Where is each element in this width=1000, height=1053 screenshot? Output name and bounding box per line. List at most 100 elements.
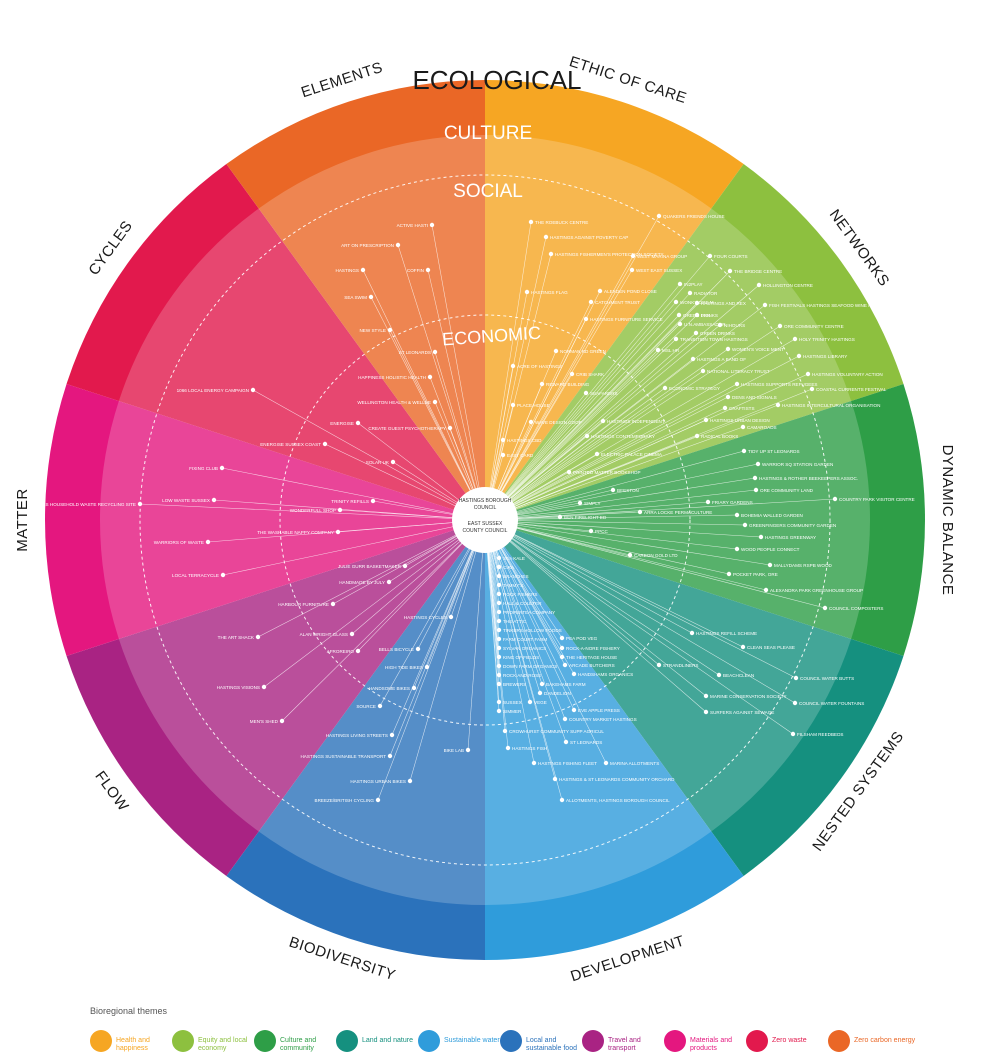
node: BEESTON (610, 487, 639, 493)
node-dot (703, 709, 709, 715)
node: BREEZE/BRITISH CYCLING (315, 797, 381, 803)
node-label: BREEZE/BRITISH CYCLING (315, 798, 375, 803)
node: COUNCIL COMPOSTERS (822, 605, 883, 611)
node: LOW WASTE SUSSEX (162, 497, 217, 503)
node-label: BIKE LAB (444, 748, 464, 753)
connection-line (221, 467, 486, 521)
node-dot (809, 386, 815, 392)
connection-line (370, 296, 486, 521)
center-line-1: HASTINGS BOROUGH (459, 498, 512, 504)
node: ALLOTMENTS, HASTINGS BOROUGH COUNCIL (559, 797, 670, 803)
node-label: BAKEHAMS FARM (546, 682, 586, 687)
node: WOMEN'S VOICE MENT (725, 346, 784, 352)
node: HASTINGS CYCLES (404, 614, 454, 620)
node-dot (742, 522, 748, 528)
node: HASTINGS AGAINST POVERTY CAP (543, 234, 628, 240)
node: BEACHCLEAN (716, 672, 754, 678)
connection-line (362, 269, 486, 521)
connection-line (484, 519, 693, 634)
legend-swatch (254, 1030, 276, 1052)
node: ECONOMIC STRATEGY (662, 385, 720, 391)
connection-line (281, 519, 486, 722)
node: QUAKERS FRIENDS HOUSE (656, 213, 725, 219)
node-dot (250, 387, 256, 393)
node-dot (629, 267, 635, 273)
node-label: POCKET PARK, ORE (733, 572, 778, 577)
node-label: HASTINGS AGAINST POVERTY CAP (550, 235, 628, 240)
connection-line (484, 519, 794, 735)
node: WAVE DESIGN COOP (528, 419, 582, 425)
node: HASTINGS REFILL SCHEME (689, 630, 757, 636)
node-label: CROWHURST COMMUNITY SUPP AGRICUL (509, 729, 604, 734)
legend-swatch (664, 1030, 686, 1052)
node-label: BEACHCLEAN (723, 673, 754, 678)
node-dot (805, 371, 811, 377)
node-label: CAMAROADS (747, 425, 777, 430)
node: TINKERS HOLLOW FOODS (496, 627, 562, 633)
node-label: ACTIVE HASTI (397, 223, 428, 228)
node-dot (610, 487, 616, 493)
legend-swatch (90, 1030, 112, 1052)
connection-line (484, 519, 762, 538)
node: HASTINGS HOUSEHOLD WASTE RECYCLING SITE (25, 501, 143, 507)
node-label: HASTINGS AND REX (701, 301, 746, 306)
node-label: WEST MARINA GROUP (637, 254, 687, 259)
node: EVE APPLE PRESS (571, 707, 620, 713)
node-dot (597, 288, 603, 294)
node-dot (693, 330, 699, 336)
ring-label-ecological: ECOLOGICAL (412, 65, 581, 95)
connection-line (484, 332, 697, 521)
sector-inner-matter (99, 401, 485, 639)
connection-line (484, 519, 566, 720)
node-dot (387, 327, 393, 333)
connection-line (484, 358, 694, 521)
node-dot (569, 371, 575, 377)
node: ARCADE BUTCHERS (562, 662, 615, 668)
node: BOHEMIA WALLED GARDEN (734, 512, 803, 518)
connection-line (484, 450, 745, 521)
node-dot (630, 253, 636, 259)
legend-label: Land and nature (362, 1037, 413, 1044)
node-label: WOMEN'S VOICE MENT (732, 347, 784, 352)
node: TAMMY'S (496, 582, 523, 588)
legend-item: Culture and community (254, 1030, 344, 1053)
legend-label: Sustainable water (444, 1037, 500, 1044)
connection-line (484, 477, 756, 521)
node-label: CATCHMENT TRUST (595, 300, 640, 305)
legend-item: Travel and transport (582, 1030, 672, 1053)
node-label: HASTINGS FISHING FLEET (538, 761, 597, 766)
node-dot (427, 374, 433, 380)
node: STRANDLINERS (656, 662, 698, 668)
node-label: ARRA LOCKE PERMACULTURE (644, 510, 712, 515)
node-dot (763, 587, 769, 593)
node-label: HASTINGS & ST LEONARDS COMMUNITY ORCHARD (559, 777, 675, 782)
node-label: ART ON PRESCRIPTION (341, 243, 394, 248)
node-label: HASTINGS CYCLES (404, 615, 447, 620)
node-dot (368, 294, 374, 300)
node-dot (627, 552, 633, 558)
node: RADIATOR (687, 290, 718, 296)
node-dot (496, 555, 502, 561)
node-label: NATIONAL LITERACY TRUST (707, 369, 770, 374)
connection-line (484, 255, 634, 521)
node-label: COASTAL CURRENTS FESTIVAL (816, 387, 887, 392)
node-dot (734, 546, 740, 552)
node-label: PLACE HOUSE (517, 403, 550, 408)
node: HASTINGS LIVING STREETS (326, 732, 395, 738)
node-label: HASTINGS SUSTAINABLE TRANSPORT (300, 754, 386, 759)
node: ROCK AND ROSE (496, 672, 541, 678)
node-dot (211, 497, 217, 503)
node: SEAFARERS (583, 390, 618, 396)
node-dot (588, 528, 594, 534)
node-dot (790, 731, 796, 737)
node-dot (792, 700, 798, 706)
node-label: GREEN DRINKS (683, 313, 718, 318)
node-dot (390, 459, 396, 465)
node: THE ATTIC (496, 618, 527, 624)
node-dot (796, 353, 802, 359)
node-label: HAPPINESS HOLISTIC HEALTH (358, 375, 426, 380)
connection-line (484, 269, 633, 521)
connection-line (207, 519, 486, 543)
node-label: COUNCIL COMPOSTERS (829, 606, 883, 611)
